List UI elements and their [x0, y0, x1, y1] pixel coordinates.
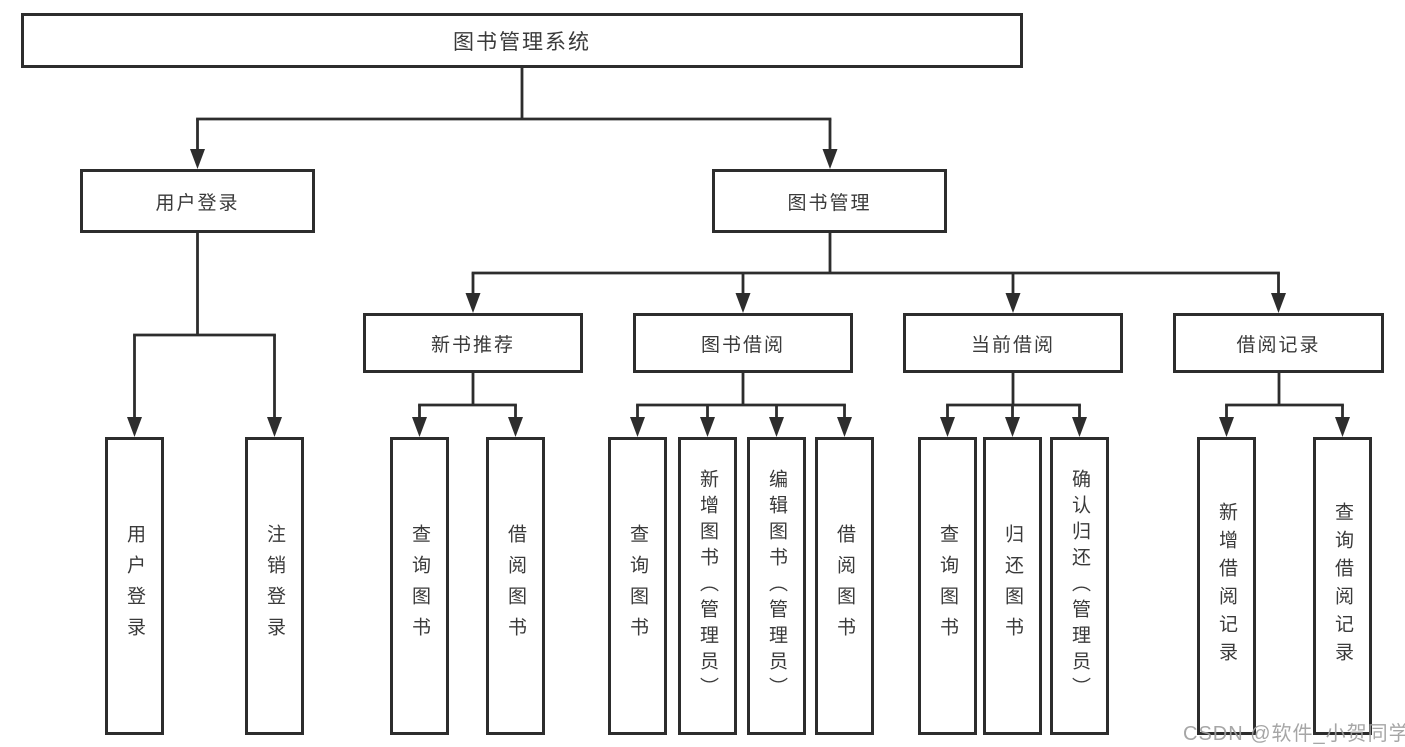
leaf-cb-return-books: 归还图书: [983, 437, 1042, 735]
node-borrowing-records: 借阅记录: [1173, 313, 1384, 373]
leaf-br-add-record-label: 新增借阅记录: [1216, 502, 1237, 670]
arrowhead-icon: [508, 417, 523, 437]
node-user-login: 用户登录: [80, 169, 315, 233]
arrowhead-icon: [1005, 417, 1020, 437]
arrowhead-icon: [1335, 417, 1350, 437]
leaf-bb-borrow-books-label: 借阅图书: [834, 524, 855, 648]
node-new-book-recommend: 新书推荐: [363, 313, 583, 373]
arrowhead-icon: [1005, 293, 1021, 313]
node-current-borrowing: 当前借阅: [903, 313, 1123, 373]
node-book-borrowing: 图书借阅: [633, 313, 853, 373]
leaf-nb-query-books-label: 查询图书: [409, 524, 430, 648]
arrowhead-icon: [630, 417, 645, 437]
arrowhead-icon: [465, 293, 481, 313]
leaf-cb-query-books: 查询图书: [918, 437, 977, 735]
node-book-management: 图书管理: [712, 169, 947, 233]
node-new-book-recommend-label: 新书推荐: [430, 334, 515, 356]
leaf-br-query-record-label: 查询借阅记录: [1332, 502, 1353, 670]
leaf-cb-query-books-label: 查询图书: [937, 524, 958, 648]
leaf-br-query-record: 查询借阅记录: [1313, 437, 1372, 735]
node-root: 图书管理系统: [21, 13, 1023, 68]
leaf-bb-query-books-label: 查询图书: [627, 524, 648, 648]
arrowhead-icon: [1219, 417, 1234, 437]
arrowhead-icon: [267, 417, 282, 437]
leaf-nb-borrow-books-label: 借阅图书: [505, 524, 526, 648]
leaf-user-login-label: 用户登录: [124, 524, 145, 648]
leaf-bb-add-books-admin-label: 新增图书（管理员）: [697, 469, 718, 703]
csdn-watermark: CSDN @软件_小贺同学: [1183, 723, 1405, 745]
node-borrowing-records-label: 借阅记录: [1236, 334, 1321, 356]
node-user-login-label: 用户登录: [155, 192, 240, 214]
leaf-bb-add-books-admin: 新增图书（管理员）: [678, 437, 737, 735]
leaf-bb-borrow-books: 借阅图书: [815, 437, 874, 735]
node-current-borrowing-label: 当前借阅: [970, 334, 1055, 356]
leaf-logout: 注销登录: [245, 437, 304, 735]
leaf-cb-confirm-return-admin: 确认归还（管理员）: [1050, 437, 1109, 735]
arrowhead-icon: [769, 417, 784, 437]
arrowhead-icon: [940, 417, 955, 437]
leaf-nb-borrow-books: 借阅图书: [486, 437, 545, 735]
node-book-management-label: 图书管理: [787, 192, 872, 214]
arrowhead-icon: [412, 417, 427, 437]
arrowhead-icon: [1072, 417, 1087, 437]
arrowhead-icon: [700, 417, 715, 437]
leaf-user-login: 用户登录: [105, 437, 164, 735]
leaf-logout-label: 注销登录: [264, 524, 285, 648]
leaf-cb-confirm-return-admin-label: 确认归还（管理员）: [1069, 469, 1090, 703]
arrowhead-icon: [127, 417, 142, 437]
leaf-bb-edit-books-admin: 编辑图书（管理员）: [747, 437, 806, 735]
node-root-label: 图书管理系统: [453, 30, 591, 54]
leaf-br-add-record: 新增借阅记录: [1197, 437, 1256, 735]
arrowhead-icon: [1271, 293, 1286, 313]
arrowhead-icon: [735, 293, 751, 313]
leaf-nb-query-books: 查询图书: [390, 437, 449, 735]
arrowhead-icon: [822, 149, 838, 169]
leaf-cb-return-books-label: 归还图书: [1002, 524, 1023, 648]
arrowhead-icon: [190, 149, 205, 169]
leaf-bb-query-books: 查询图书: [608, 437, 667, 735]
node-book-borrowing-label: 图书借阅: [700, 334, 785, 356]
leaf-bb-edit-books-admin-label: 编辑图书（管理员）: [766, 469, 787, 703]
arrowhead-icon: [837, 417, 852, 437]
